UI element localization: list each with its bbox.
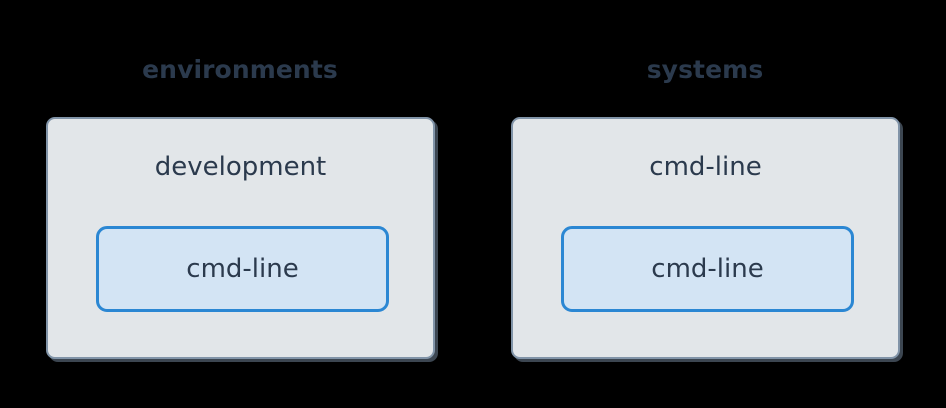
group-systems: systems cmd-line cmd-line xyxy=(505,0,905,408)
group-environments: environments development cmd-line xyxy=(40,0,440,408)
outer-container-systems[interactable]: cmd-line cmd-line xyxy=(511,117,900,359)
inner-node-label-environments: cmd-line xyxy=(186,254,299,284)
inner-node-label-systems: cmd-line xyxy=(651,254,764,284)
group-title-systems: systems xyxy=(646,55,764,84)
inner-node-systems[interactable]: cmd-line xyxy=(561,226,854,312)
inner-node-environments[interactable]: cmd-line xyxy=(96,226,389,312)
outer-container-label-systems: cmd-line xyxy=(649,152,762,182)
outer-container-label-environments: development xyxy=(154,152,327,182)
group-title-environments: environments xyxy=(142,55,338,84)
outer-container-environments[interactable]: development cmd-line xyxy=(46,117,435,359)
